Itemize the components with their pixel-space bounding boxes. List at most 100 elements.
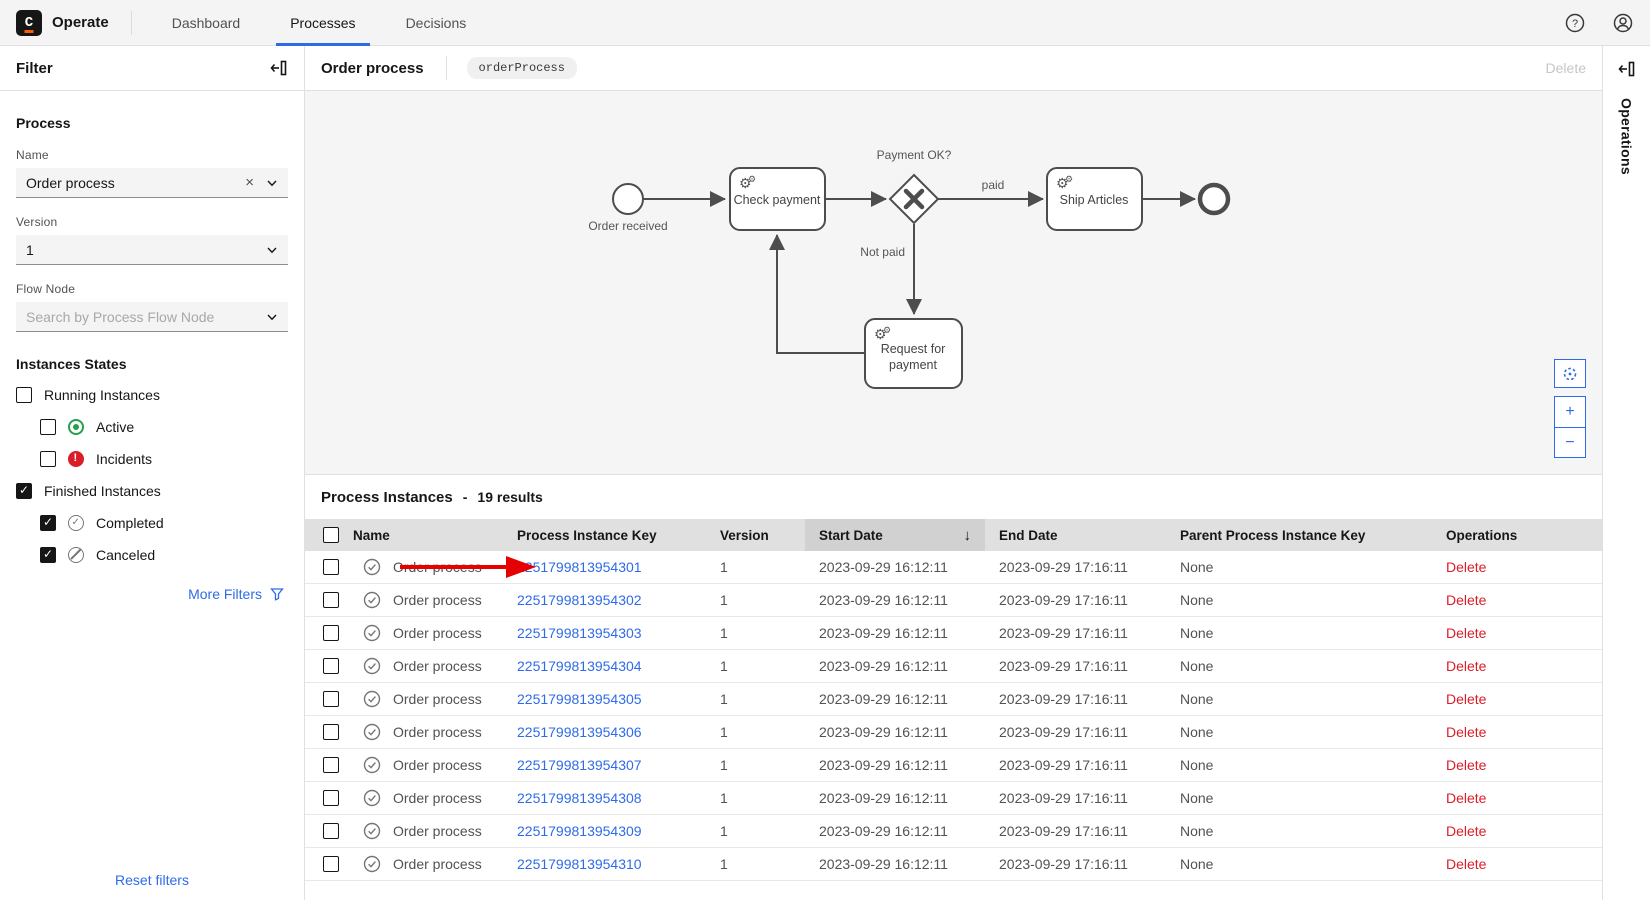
instance-key-link[interactable]: 2251799813954304	[517, 658, 642, 674]
checkbox-finished-instances[interactable]	[16, 483, 32, 499]
instance-key-link[interactable]: 2251799813954303	[517, 625, 642, 641]
table-row: Order process 2251799813954304 1 2023-09…	[305, 650, 1602, 683]
version-select[interactable]: 1	[16, 235, 288, 265]
process-name-select[interactable]: Order process ×	[16, 168, 288, 198]
flow-node-field-label: Flow Node	[16, 282, 288, 296]
completed-state-icon	[363, 723, 381, 741]
zoom-in-button[interactable]: +	[1554, 396, 1586, 427]
tab-processes[interactable]: Processes	[276, 0, 369, 46]
active-state-icon	[68, 419, 84, 435]
row-checkbox[interactable]	[323, 592, 339, 608]
instance-key-link[interactable]: 2251799813954310	[517, 856, 642, 872]
tab-decisions[interactable]: Decisions	[392, 0, 481, 46]
help-icon[interactable]: ?	[1564, 12, 1586, 34]
delete-instance-button[interactable]: Delete	[1446, 757, 1486, 773]
instance-version: 1	[715, 724, 805, 740]
instance-state-item: Running Instances	[16, 386, 288, 404]
filter-sidebar: Filter Process Name Order process × Vers…	[0, 46, 305, 900]
row-checkbox[interactable]	[323, 691, 339, 707]
row-checkbox[interactable]	[323, 823, 339, 839]
instance-end-date: 2023-09-29 17:16:11	[985, 757, 1165, 773]
instance-key-link[interactable]: 2251799813954301	[517, 559, 642, 575]
delete-instance-button[interactable]: Delete	[1446, 691, 1486, 707]
collapse-left-panel-icon[interactable]	[270, 59, 288, 77]
instance-key-link[interactable]: 2251799813954302	[517, 592, 642, 608]
row-checkbox[interactable]	[323, 658, 339, 674]
instance-key-link[interactable]: 2251799813954308	[517, 790, 642, 806]
checkbox-canceled[interactable]	[40, 547, 56, 563]
process-instances-panel: Process Instances - 19 results Name Proc…	[305, 474, 1602, 900]
more-filters-link[interactable]: More Filters	[188, 586, 284, 602]
instance-key-link[interactable]: 2251799813954309	[517, 823, 642, 839]
reset-filters-link[interactable]: Reset filters	[115, 872, 189, 888]
instance-start-date: 2023-09-29 16:12:11	[805, 683, 985, 715]
instance-version: 1	[715, 790, 805, 806]
instance-parent-key: None	[1165, 757, 1420, 773]
delete-instance-button[interactable]: Delete	[1446, 856, 1486, 872]
reset-view-button[interactable]	[1554, 359, 1586, 388]
instance-key-link[interactable]: 2251799813954307	[517, 757, 642, 773]
instance-parent-key: None	[1165, 856, 1420, 872]
user-icon[interactable]	[1612, 12, 1634, 34]
flow-node-select[interactable]: Search by Process Flow Node	[16, 302, 288, 332]
col-header-start-date[interactable]: Start Date ↓	[805, 519, 985, 551]
zoom-out-button[interactable]: −	[1554, 427, 1586, 458]
end-event[interactable]	[1200, 185, 1228, 213]
checkbox-active[interactable]	[40, 419, 56, 435]
instance-start-date: 2023-09-29 16:12:11	[805, 650, 985, 682]
row-checkbox[interactable]	[323, 625, 339, 641]
instance-parent-key: None	[1165, 724, 1420, 740]
checkbox-completed[interactable]	[40, 515, 56, 531]
checkbox-running-instances[interactable]	[16, 387, 32, 403]
instance-name: Order process	[393, 625, 482, 641]
sort-desc-icon: ↓	[964, 527, 972, 544]
instance-version: 1	[715, 856, 805, 872]
delete-instance-button[interactable]: Delete	[1446, 724, 1486, 740]
process-name-value: Order process	[26, 175, 245, 191]
col-header-key[interactable]: Process Instance Key	[517, 528, 715, 543]
select-all-checkbox[interactable]	[323, 527, 339, 543]
instance-key-link[interactable]: 2251799813954305	[517, 691, 642, 707]
instance-key-link[interactable]: 2251799813954306	[517, 724, 642, 740]
instance-state-item: Finished Instances	[16, 482, 288, 500]
row-checkbox[interactable]	[323, 856, 339, 872]
delete-process-button[interactable]: Delete	[1546, 60, 1586, 76]
incident-state-icon	[68, 451, 84, 467]
table-row: Order process 2251799813954305 1 2023-09…	[305, 683, 1602, 716]
expand-operations-panel-icon[interactable]	[1618, 60, 1636, 78]
checkbox-incidents[interactable]	[40, 451, 56, 467]
camunda-logo-icon: C	[16, 10, 42, 36]
delete-instance-button[interactable]: Delete	[1446, 823, 1486, 839]
instances-states-title: Instances States	[16, 356, 288, 372]
completed-state-icon	[363, 822, 381, 840]
delete-instance-button[interactable]: Delete	[1446, 790, 1486, 806]
delete-instance-button[interactable]: Delete	[1446, 625, 1486, 641]
col-header-end-date[interactable]: End Date	[985, 528, 1165, 543]
col-header-version[interactable]: Version	[715, 528, 805, 543]
logo-letter: C	[25, 15, 33, 31]
tab-dashboard[interactable]: Dashboard	[158, 0, 255, 46]
row-checkbox[interactable]	[323, 724, 339, 740]
table-row: Order process 2251799813954310 1 2023-09…	[305, 848, 1602, 881]
delete-instance-button[interactable]: Delete	[1446, 592, 1486, 608]
diagram-zoom-controls: + −	[1554, 359, 1586, 458]
instance-start-date: 2023-09-29 16:12:11	[805, 584, 985, 616]
instance-end-date: 2023-09-29 17:16:11	[985, 790, 1165, 806]
start-event[interactable]	[613, 184, 643, 214]
instance-end-date: 2023-09-29 17:16:11	[985, 691, 1165, 707]
instance-version: 1	[715, 625, 805, 641]
delete-instance-button[interactable]: Delete	[1446, 658, 1486, 674]
row-checkbox[interactable]	[323, 757, 339, 773]
col-header-name[interactable]: Name	[353, 528, 517, 543]
chevron-down-icon	[266, 177, 278, 189]
gateway-label: Payment OK?	[877, 148, 952, 162]
completed-state-icon	[68, 515, 84, 531]
col-header-parent-key[interactable]: Parent Process Instance Key	[1165, 528, 1420, 543]
instance-parent-key: None	[1165, 790, 1420, 806]
bpmn-diagram[interactable]: Order received ⚙ ⚙ Check payment Payment…	[305, 91, 1602, 474]
delete-instance-button[interactable]: Delete	[1446, 559, 1486, 575]
row-checkbox[interactable]	[323, 790, 339, 806]
chevron-down-icon	[266, 311, 278, 323]
clear-name-icon[interactable]: ×	[245, 174, 254, 191]
row-checkbox[interactable]	[323, 559, 339, 575]
